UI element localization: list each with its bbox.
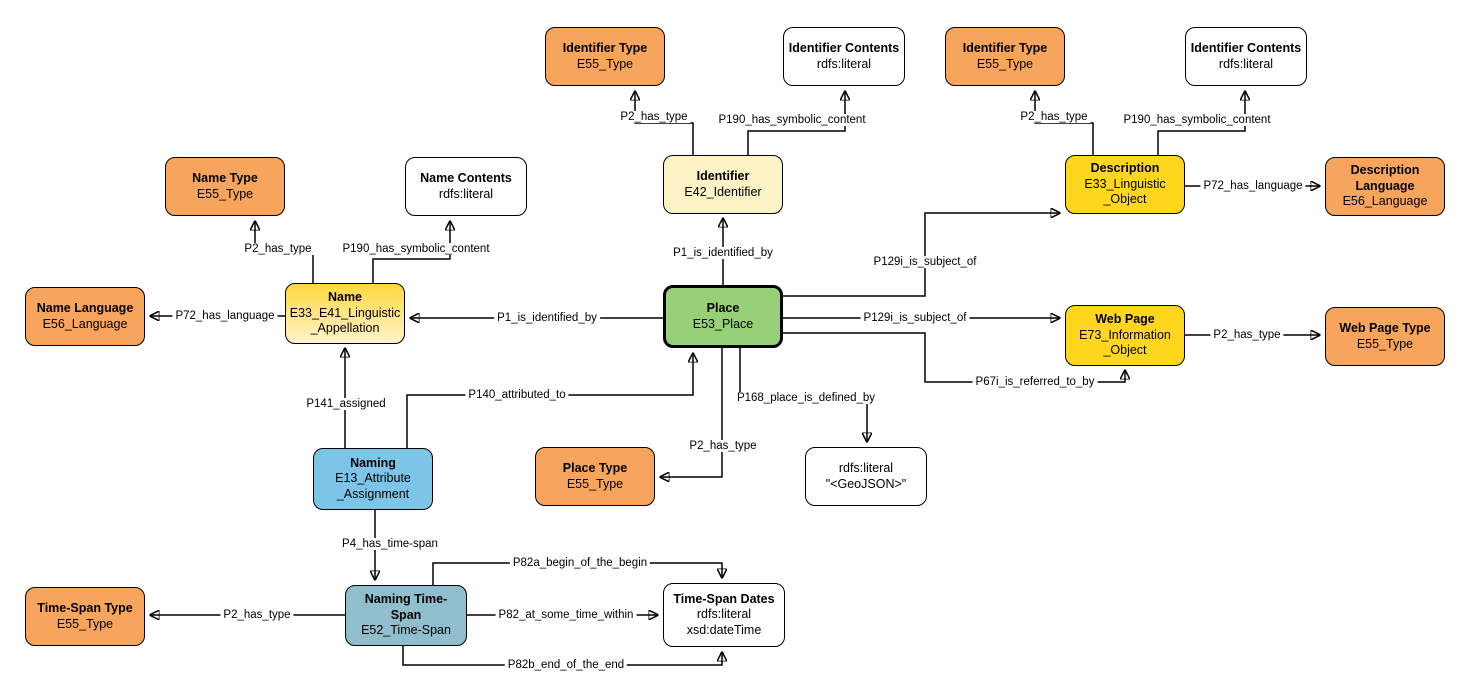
edge-label-p82b-end-of-the-end: P82b_end_of_the_end <box>504 659 628 671</box>
edge-label-p140-attributed-to: P140_attributed_to <box>465 389 569 401</box>
node-web-page-type[interactable]: Web Page Type E55_Type <box>1325 307 1445 366</box>
node-title: Name Language <box>36 301 134 315</box>
node-subtitle: E55_Type <box>976 56 1034 71</box>
node-place-type[interactable]: Place Type E55_Type <box>535 447 655 506</box>
edge-label-p1-is-identified-by: P1_is_identified_by <box>670 247 776 259</box>
node-naming[interactable]: Naming E13_Attribute _Assignment <box>313 448 433 510</box>
edge-label-p1-is-identified-by: P1_is_identified_by <box>494 312 600 324</box>
node-subtitle: E55_Type <box>576 56 634 71</box>
node-subtitle: E55_Type <box>566 476 624 491</box>
node-subtitle: E55_Type <box>196 186 254 201</box>
node-title: Place <box>706 301 740 315</box>
node-time-span-dates[interactable]: Time-Span Dates rdfs:literal xsd:dateTim… <box>663 583 785 647</box>
node-title: Time-Span Dates <box>673 591 775 606</box>
edge-label-p82-at-some-time-within: P82_at_some_time_within <box>495 609 637 621</box>
node-title: Name <box>327 290 363 305</box>
node-title: Description Language <box>1350 163 1420 193</box>
node-title: Web Page <box>1095 312 1155 327</box>
node-title: Identifier Type <box>962 41 1048 55</box>
node-title: Web Page Type <box>1339 321 1431 335</box>
node-identifier-type-right[interactable]: Identifier Type E55_Type <box>945 27 1065 86</box>
edge-label-p82a-begin-of-the-begin: P82a_begin_of_the_begin <box>509 557 651 569</box>
edge-label-p168-place-is-defined-by: P168_place_is_defined_by <box>733 392 879 404</box>
node-title: Naming Time-Span <box>364 592 448 622</box>
node-subtitle: rdfs:literal <box>1218 56 1274 71</box>
edge-label-p2-has-type: P2_has_type <box>1017 111 1091 123</box>
node-description-language[interactable]: Description Language E56_Language <box>1325 157 1445 216</box>
edge-label-p129i-is-subject-of: P129i_is_subject_of <box>860 312 970 324</box>
edge-label-p129i-is-subject-of: P129i_is_subject_of <box>870 256 980 268</box>
node-title: Identifier Contents <box>1190 41 1302 55</box>
node-subtitle: E52_Time-Span <box>361 623 451 638</box>
edge-label-p2-has-type: P2_has_type <box>617 111 691 123</box>
node-time-span-type[interactable]: Time-Span Type E55_Type <box>25 587 145 646</box>
node-subtitle: rdfs:literal <box>438 186 494 201</box>
node-subtitle: rdfs:literal "<GeoJSON>" <box>825 461 907 491</box>
node-title: Place Type <box>562 461 628 475</box>
edge-label-p72-has-language: P72_has_language <box>172 310 278 322</box>
node-subtitle: E13_Attribute _Assignment <box>335 471 411 501</box>
node-subtitle: E42_Identifier <box>684 184 762 199</box>
edge-label-p190-has-symbolic-content: P190_has_symbolic_content <box>715 114 869 126</box>
edge-label-p2-has-type: P2_has_type <box>220 609 294 621</box>
node-title: Time-Span Type <box>37 601 133 615</box>
edge-label-p4-has-time-span: P4_has_time-span <box>339 538 441 550</box>
edge-label-p190-has-symbolic-content: P190_has_symbolic_content <box>1120 114 1274 126</box>
node-name-language[interactable]: Name Language E56_Language <box>25 287 145 346</box>
edge-label-p2-has-type: P2_has_type <box>241 243 315 255</box>
node-identifier-contents-right[interactable]: Identifier Contents rdfs:literal <box>1185 27 1307 86</box>
node-title: Name Contents <box>420 171 512 185</box>
edge-label-p67i-is-referred-to-by: P67i_is_referred_to_by <box>972 376 1098 388</box>
node-identifier[interactable]: Identifier E42_Identifier <box>663 155 783 214</box>
edge-label-p2-has-type: P2_has_type <box>686 440 760 452</box>
node-identifier-type-left[interactable]: Identifier Type E55_Type <box>545 27 665 86</box>
edge-label-p190-has-symbolic-content: P190_has_symbolic_content <box>339 243 493 255</box>
node-title: Naming <box>350 455 396 470</box>
node-name-type[interactable]: Name Type E55_Type <box>165 157 285 216</box>
node-title: Name Type <box>192 171 258 185</box>
node-subtitle: rdfs:literal xsd:dateTime <box>686 607 762 637</box>
node-subtitle: E33_E41_Linguistic _Appellation <box>289 305 401 336</box>
node-description[interactable]: Description E33_Linguistic _Object <box>1065 155 1185 214</box>
node-title: Description <box>1090 161 1160 176</box>
node-subtitle: E56_Language <box>1342 194 1428 209</box>
node-title: Identifier Type <box>562 41 648 55</box>
node-name-contents[interactable]: Name Contents rdfs:literal <box>405 157 527 216</box>
node-identifier-contents-left[interactable]: Identifier Contents rdfs:literal <box>783 27 905 86</box>
node-subtitle: E73_Information _Object <box>1079 327 1171 358</box>
node-title: Identifier Contents <box>788 41 900 55</box>
edge-label-p2-has-type: P2_has_type <box>1210 329 1284 341</box>
node-web-page[interactable]: Web Page E73_Information _Object <box>1065 305 1185 366</box>
node-place[interactable]: Place E53_Place <box>663 285 783 348</box>
edge-label-p72-has-language: P72_has_language <box>1200 180 1306 192</box>
node-subtitle: E55_Type <box>56 616 114 631</box>
edge-label-p141-assigned: P141_assigned <box>303 398 389 410</box>
node-title: Identifier <box>696 169 750 183</box>
node-name[interactable]: Name E33_E41_Linguistic _Appellation <box>285 283 405 344</box>
node-subtitle: rdfs:literal <box>816 56 872 71</box>
node-geojson-literal[interactable]: rdfs:literal "<GeoJSON>" <box>805 447 927 506</box>
node-subtitle: E33_Linguistic _Object <box>1084 176 1166 207</box>
node-naming-time-span[interactable]: Naming Time-Span E52_Time-Span <box>345 585 467 646</box>
node-subtitle: E53_Place <box>692 316 754 331</box>
node-subtitle: E55_Type <box>1356 336 1414 351</box>
node-subtitle: E56_Language <box>42 316 128 331</box>
